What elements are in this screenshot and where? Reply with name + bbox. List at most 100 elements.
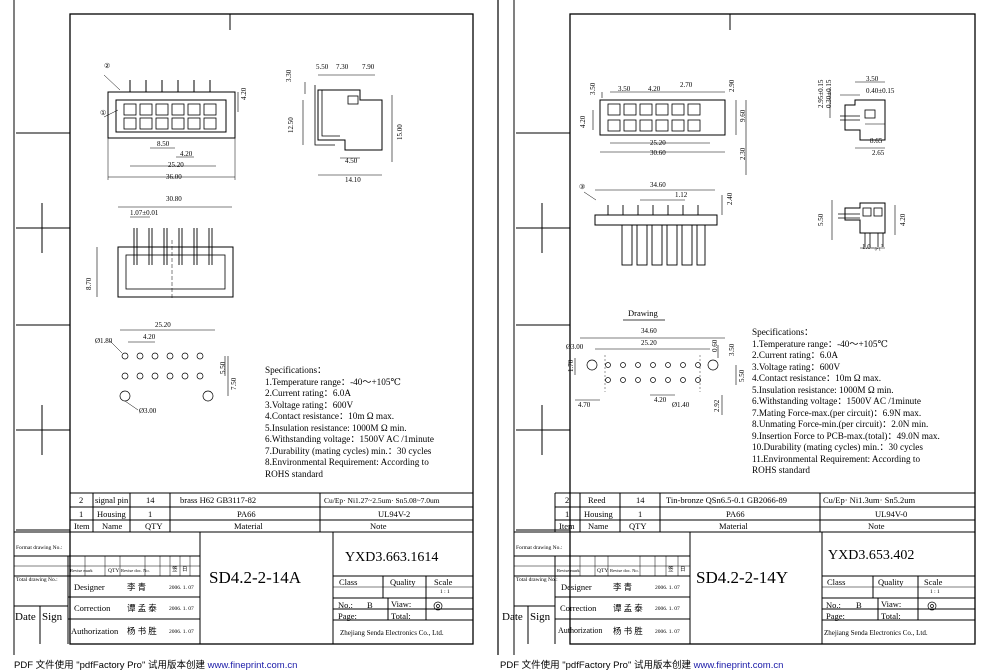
spec-line: 1.Temperature range：-40～+105℃	[752, 338, 888, 349]
dimension-label: 4.20	[240, 87, 248, 100]
dimension-label: 3.50	[618, 85, 631, 93]
dimension-label: 3.50	[866, 75, 879, 83]
dimension-label: 4.70	[578, 401, 591, 409]
sign-label: Sign	[42, 611, 63, 623]
bom-material: PA66	[237, 509, 256, 519]
bom-header-material: Material	[719, 521, 748, 531]
watermark-link[interactable]: www.fineprint.com.cn	[693, 660, 784, 671]
dimension-label: Ø1.40	[672, 401, 690, 409]
bom-qty: 14	[636, 495, 645, 505]
company-name: Zhejiang Senda Electronics Co., Ltd.	[824, 629, 928, 637]
authorization-label: Authorization	[558, 626, 603, 635]
total-drawing-no: Total drawing No.:	[516, 577, 558, 583]
dimension-label: 4.20	[648, 85, 661, 93]
designer-name: 李 青	[127, 582, 147, 592]
scale-label: Scale	[434, 577, 453, 587]
designer-name: 李 青	[613, 582, 633, 592]
bom-name: Housing	[97, 509, 126, 519]
dimension-label: 30.80	[166, 195, 182, 203]
spec-line: 6.Withstanding voltage：1500V AC /1minute	[265, 434, 434, 444]
bom-name: Housing	[584, 509, 613, 519]
rev-file-label: Revise doc. No.	[121, 568, 150, 573]
spec-line: 5.Insulation resistance: 1000M Ω min.	[265, 422, 407, 433]
dimension-label: 30.60	[650, 149, 666, 157]
bom-note: Cu/Ep· Ni1.3um· Sn5.2um	[823, 495, 916, 505]
spec-line: ROHS standard	[752, 465, 810, 475]
bom-material: Tin-bronze QSn6.5-0.1 GB2066-89	[666, 495, 788, 505]
class-label: Class	[827, 577, 846, 587]
dimension-label: 8.50	[157, 140, 170, 148]
spec-line: 3.Voltage rating：600V	[752, 361, 841, 372]
dimension-label: 2.40	[726, 192, 734, 205]
spec-line: 8.Unmating Force-min.(per circuit)：2.0N …	[752, 419, 929, 429]
bom-header-note: Note	[868, 521, 885, 531]
bom-header-name: Name	[588, 521, 609, 531]
dimension-label: 5.50	[817, 213, 825, 226]
dimension-label: Ø3.00	[566, 343, 584, 351]
bom-qty: 14	[146, 495, 155, 505]
callout-3: ③	[579, 183, 586, 191]
dimension-label: 25.20	[155, 321, 171, 329]
dimension-label: 1.12	[675, 191, 688, 199]
part-name: SD4.2-2-14A	[209, 568, 302, 587]
dimension-label: 4.20	[180, 150, 193, 158]
page-label: Page:	[826, 611, 845, 621]
dimension-label: 7.90	[362, 63, 375, 71]
watermark-link[interactable]: www.fineprint.com.cn	[207, 660, 298, 671]
specifications: Specifications： 1.Temperature range：-40～…	[265, 366, 434, 481]
correction-date: 2006. 1. 07	[655, 606, 680, 612]
spec-line: 4.Contact resistance：10m Ω max.	[752, 373, 882, 383]
callout-1: ①	[100, 109, 107, 117]
pdf-watermark-left: PDF 文件使用 "pdfFactory Pro" 试用版本创建 www.fin…	[14, 657, 297, 671]
authorization-date: 2006. 1. 07	[169, 629, 194, 635]
dimension-label: 0.40±0.15	[866, 87, 895, 95]
bom-name: signal pin	[95, 495, 129, 505]
rev-mark-label: Revise mark	[70, 568, 93, 573]
authorization-name: 杨 书 胜	[127, 626, 157, 636]
scale-label: Scale	[924, 577, 943, 587]
rev-qty-label: QTY	[108, 568, 120, 574]
specs-title: Specifications：	[752, 327, 814, 337]
dimension-label: 2.95±0.15	[817, 79, 825, 108]
dimension-label: 1.0₋₀.₁⁵	[862, 243, 884, 251]
dimension-label: 9.60	[739, 109, 747, 122]
bom-material: PA66	[726, 509, 745, 519]
drawing-number: YXD3.653.402	[828, 548, 915, 563]
dimension-label: 2.70	[680, 81, 693, 89]
drawing-lines-left	[13, 0, 474, 655]
bom-header-qty: QTY	[629, 521, 647, 531]
dimension-label: 25.20	[168, 161, 184, 169]
dimension-label: 0.30±0.15	[825, 79, 833, 108]
watermark-text: PDF 文件使用 "pdfFactory Pro" 试用版本创建	[500, 660, 691, 671]
bom-name: Reed	[588, 495, 606, 505]
dimension-label: 2.65	[872, 149, 885, 157]
dimension-label: 5.50	[316, 63, 329, 71]
bom-header-material: Material	[234, 521, 263, 531]
correction-name: 谭 孟 泰	[127, 603, 157, 613]
format-drawing-no: Format drawing No.:	[16, 545, 63, 551]
no-label: No.:	[826, 600, 841, 610]
specs-title: Specifications：	[265, 365, 327, 375]
bom-qty: 1	[148, 509, 153, 519]
callout-2: ②	[104, 62, 111, 70]
spec-line: ROHS standard	[265, 468, 323, 479]
spec-line: 4.Contact resistance：10m Ω max.	[265, 411, 395, 421]
format-drawing-no: Format drawing No.:	[516, 545, 563, 551]
correction-label: Correction	[74, 603, 111, 613]
designer-date: 2006. 1. 07	[169, 585, 194, 591]
rev-date-label: 日	[680, 567, 686, 573]
scale-value: 1 : 1	[930, 589, 940, 595]
pdf-watermark-right: PDF 文件使用 "pdfFactory Pro" 试用版本创建 www.fin…	[500, 657, 783, 671]
no-value: B	[367, 600, 373, 610]
dimension-label: 0.60	[711, 339, 719, 352]
sign-label: Sign	[530, 611, 551, 623]
rev-sign-label: 签	[668, 567, 674, 573]
date-label: Date	[15, 611, 36, 623]
designer-label: Designer	[74, 582, 105, 592]
dimension-label: 7.50	[230, 377, 238, 390]
bom-item: 1	[565, 509, 570, 519]
spec-line: 2.Current rating：6.0A	[752, 350, 838, 360]
bom-item: 1	[79, 509, 84, 519]
rev-date-label: 日	[182, 567, 188, 573]
dimension-label: 25.20	[641, 339, 657, 347]
